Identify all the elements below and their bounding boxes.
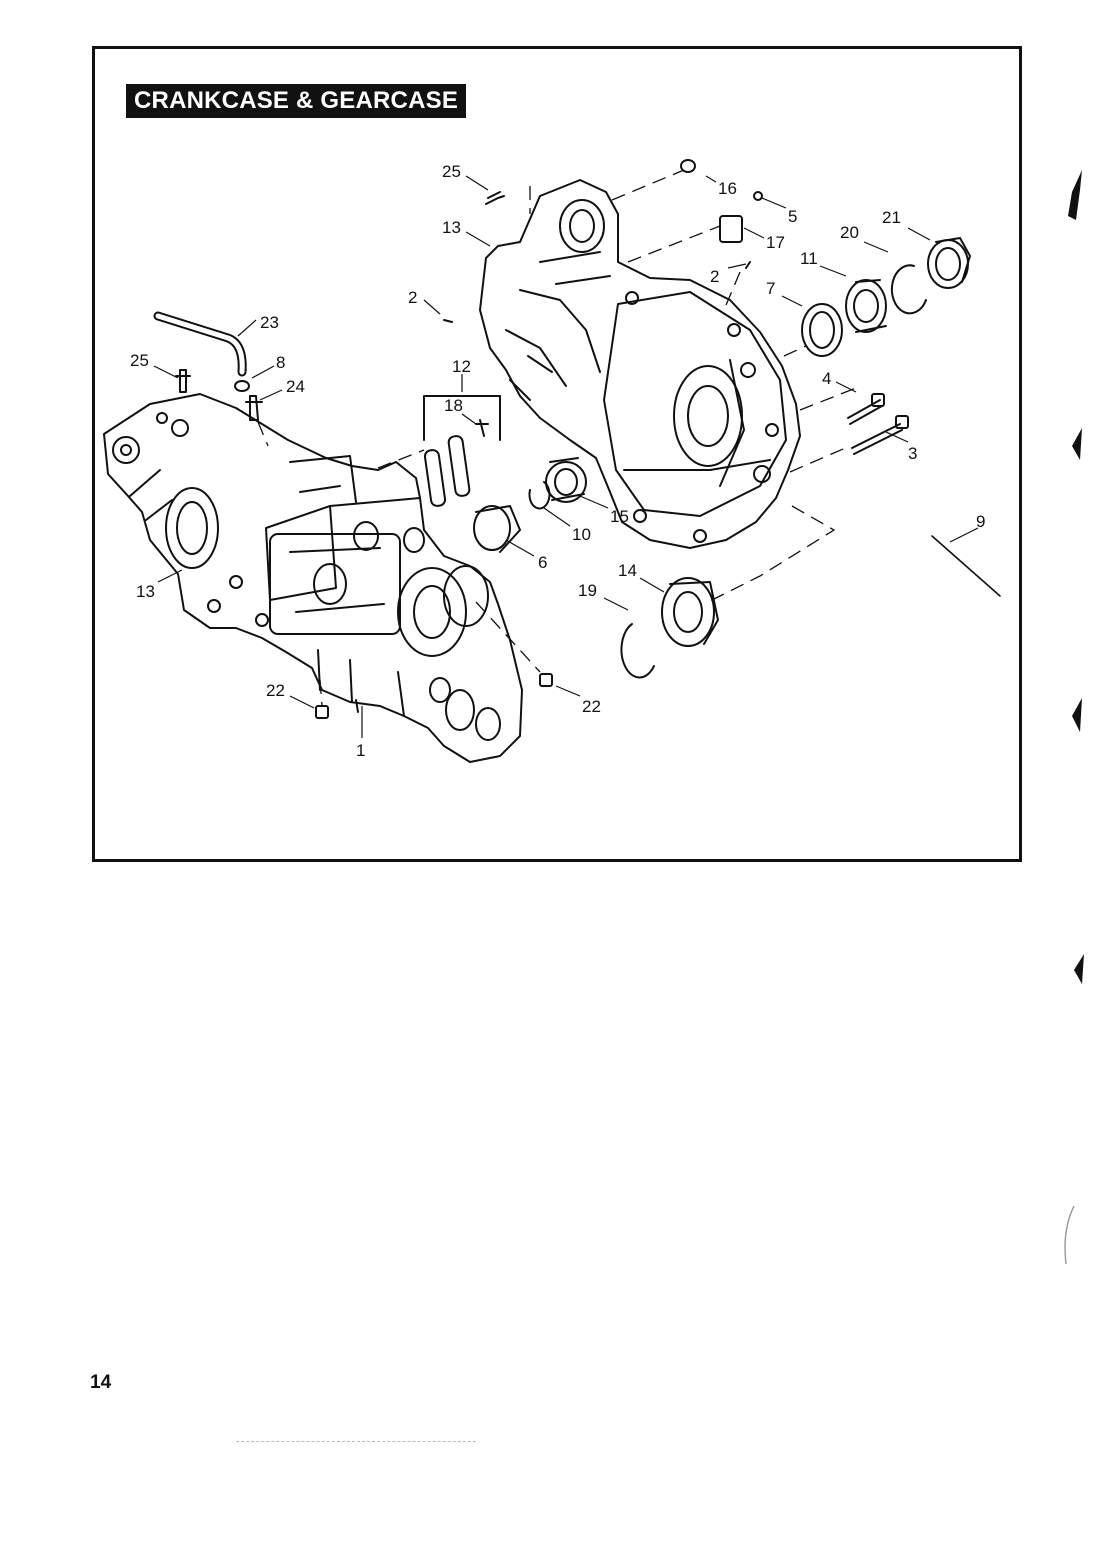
right-crankcase-half [479, 179, 801, 549]
callout-1: 1 [356, 741, 365, 760]
diagram-frame [92, 46, 1022, 862]
callout-16: 16 [718, 179, 737, 198]
leader-lines [153, 175, 979, 738]
callout-10: 10 [572, 525, 591, 544]
callout-23: 23 [260, 313, 279, 332]
callout-13: 13 [442, 218, 461, 237]
callout-labels: 25 16 5 13 17 21 20 11 2 7 2 23 25 8 12 … [130, 162, 985, 760]
callout-25: 25 [130, 351, 149, 370]
diagram-title: CRANKCASE & GEARCASE [126, 84, 467, 118]
callout-22: 22 [266, 681, 285, 700]
callout-22: 22 [582, 697, 601, 716]
callout-12: 12 [452, 357, 471, 376]
callout-11: 11 [800, 249, 818, 268]
callout-14: 14 [618, 561, 637, 580]
callout-4: 4 [822, 369, 831, 388]
callout-18: 18 [444, 396, 463, 415]
callout-24: 24 [286, 377, 305, 396]
callout-6: 6 [538, 553, 547, 572]
callout-3: 3 [908, 444, 917, 463]
gasket-plates [423, 395, 501, 507]
small-fittings [175, 159, 763, 421]
bolts [475, 393, 1001, 597]
callout-9: 9 [976, 512, 985, 531]
alignment-lines [257, 169, 857, 707]
seals-and-bearings [473, 237, 971, 679]
callout-15: 15 [610, 507, 629, 526]
breather-hose [153, 311, 247, 377]
callout-7: 7 [766, 279, 775, 298]
callout-8: 8 [276, 353, 285, 372]
scan-bottom-artifact [236, 1441, 476, 1442]
callout-2: 2 [408, 288, 417, 307]
page-number: 14 [90, 1372, 112, 1393]
scan-edge-marks [1064, 170, 1084, 1265]
callout-17: 17 [766, 233, 785, 252]
callout-5: 5 [788, 207, 797, 226]
callout-25: 25 [442, 162, 461, 181]
callout-20: 20 [840, 223, 859, 242]
callout-2: 2 [710, 267, 719, 286]
callout-21: 21 [882, 208, 901, 227]
callout-19: 19 [578, 581, 597, 600]
callout-13: 13 [136, 582, 155, 601]
